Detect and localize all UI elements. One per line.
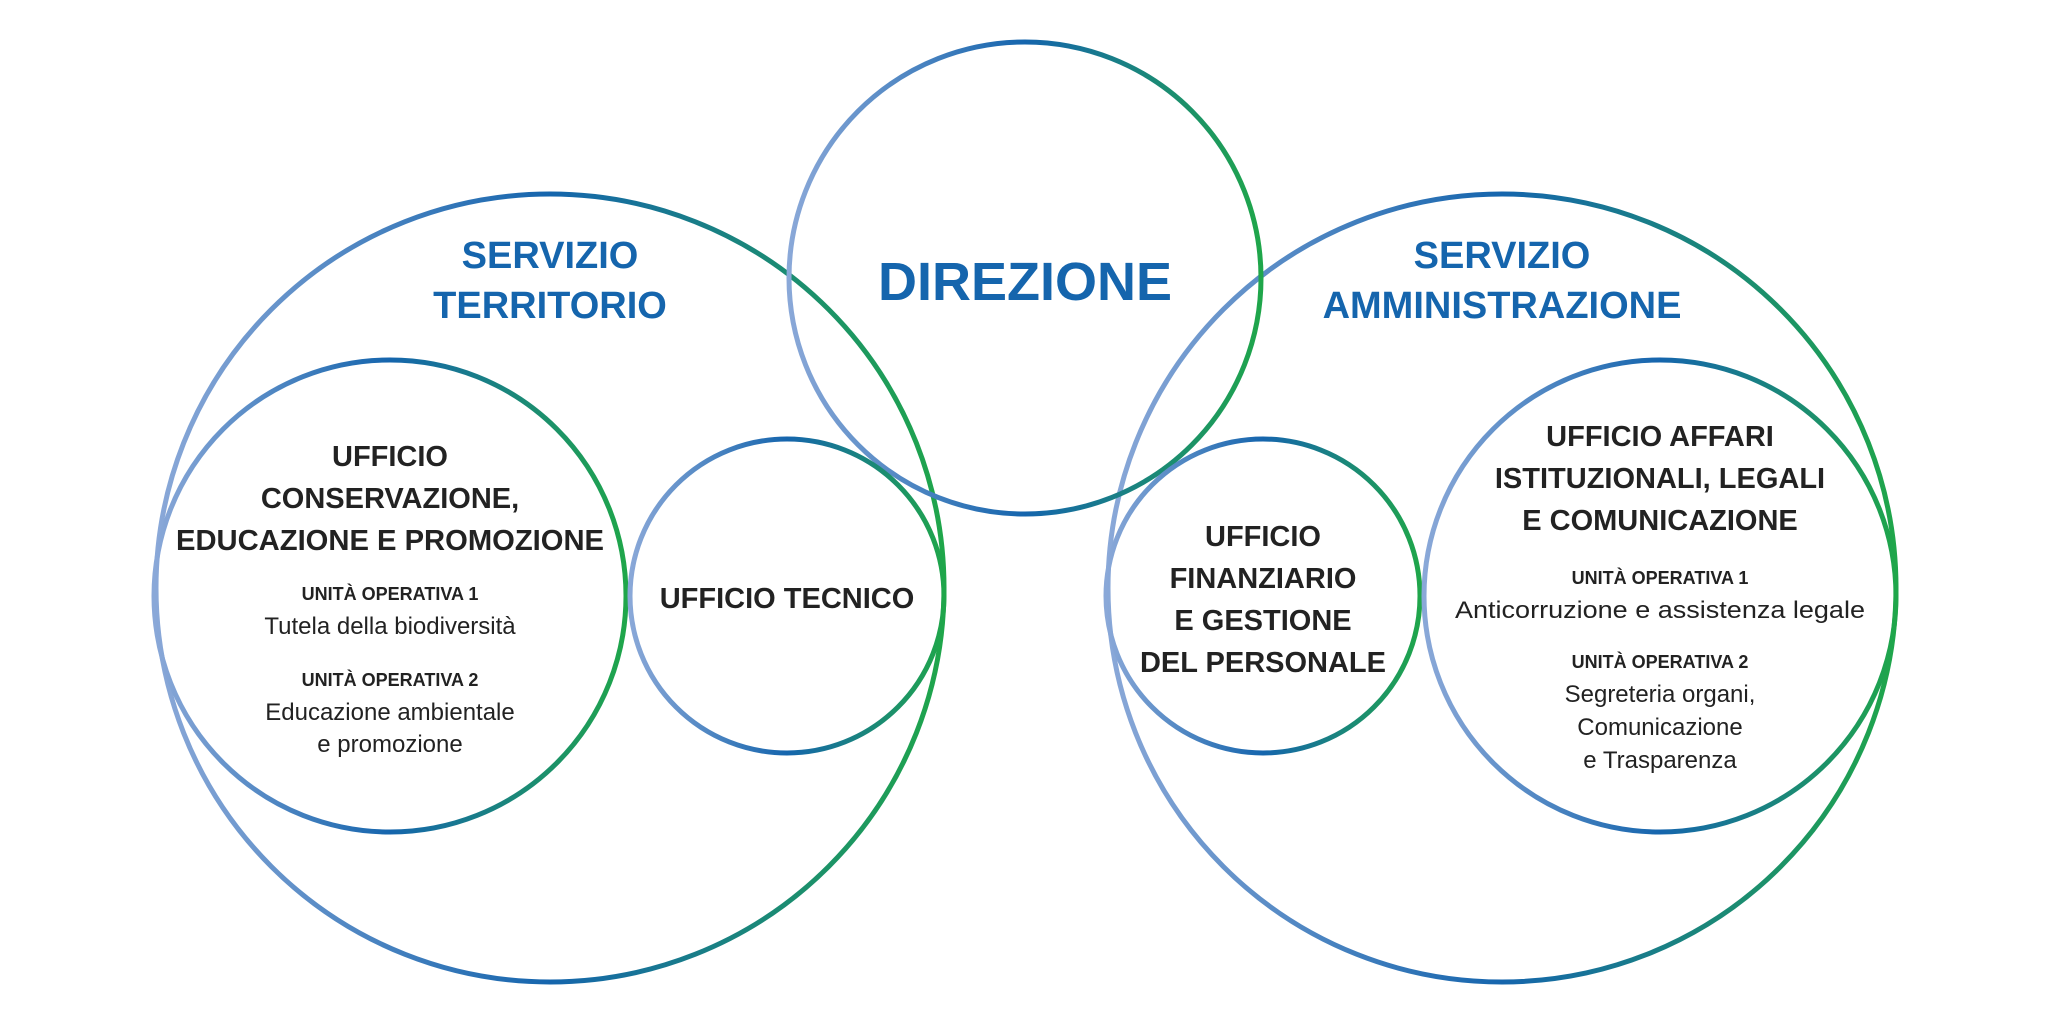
ufficio-finanziario-title-line: E GESTIONE <box>1174 605 1351 637</box>
ufficio-conservazione-title-line: CONSERVAZIONE, <box>261 483 519 515</box>
ufficio-conservazione-circle <box>151 357 629 835</box>
ufficio-affari-title-line: E COMUNICAZIONE <box>1522 505 1798 537</box>
unit-description: e promozione <box>317 731 462 758</box>
servizio-territorio-title: SERVIZIO TERRITORIO <box>433 235 667 327</box>
ufficio-finanziario-title-line: DEL PERSONALE <box>1140 647 1386 679</box>
ufficio-conservazione-title: UFFICIO CONSERVAZIONE, EDUCAZIONE E PROM… <box>176 441 604 557</box>
unit-description: e Trasparenza <box>1583 747 1737 774</box>
ufficio-finanziario-circle <box>1103 436 1423 756</box>
ufficio-affari-title-line: UFFICIO AFFARI <box>1546 421 1774 453</box>
servizio-territorio-title-line: TERRITORIO <box>433 285 667 327</box>
ufficio-affari-circle <box>1421 357 1899 835</box>
ufficio-finanziario-title: UFFICIO FINANZIARIO E GESTIONE DEL PERSO… <box>1140 521 1386 679</box>
ufficio-finanziario-title-line: FINANZIARIO <box>1170 563 1357 595</box>
ufficio-affari-unit-2: UNITÀ OPERATIVA 2 Segreteria organi, Com… <box>1565 651 1756 774</box>
ufficio-conservazione-title-line: EDUCAZIONE E PROMOZIONE <box>176 525 604 557</box>
servizio-territorio-title-line: SERVIZIO <box>462 235 639 277</box>
direzione-circle <box>786 39 1264 517</box>
unit-label: UNITÀ OPERATIVA 1 <box>1572 567 1749 588</box>
servizio-amministrazione-title: SERVIZIO AMMINISTRAZIONE <box>1323 235 1682 327</box>
unit-description: Tutela della biodiversità <box>264 613 516 640</box>
ufficio-tecnico-title: UFFICIO TECNICO <box>660 583 915 615</box>
servizio-amministrazione-title-line: SERVIZIO <box>1414 235 1591 277</box>
unit-label: UNITÀ OPERATIVA 1 <box>302 583 479 604</box>
unit-description: Educazione ambientale <box>265 699 515 726</box>
ufficio-conservazione-title-line: UFFICIO <box>332 441 448 473</box>
ufficio-affari-title: UFFICIO AFFARI ISTITUZIONALI, LEGALI E C… <box>1495 421 1825 537</box>
unit-description: Segreteria organi, <box>1565 681 1756 708</box>
ufficio-conservazione-unit-2: UNITÀ OPERATIVA 2 Educazione ambientale … <box>265 669 515 758</box>
ufficio-affari-title-line: ISTITUZIONALI, LEGALI <box>1495 463 1825 495</box>
ufficio-tecnico-circle <box>627 436 947 756</box>
ufficio-conservazione-unit-1: UNITÀ OPERATIVA 1 Tutela della biodivers… <box>264 583 516 640</box>
ufficio-finanziario-title-line: UFFICIO <box>1205 521 1321 553</box>
unit-label: UNITÀ OPERATIVA 2 <box>302 669 479 690</box>
direzione-title: DIREZIONE <box>878 252 1172 312</box>
unit-label: UNITÀ OPERATIVA 2 <box>1572 651 1749 672</box>
ufficio-affari-unit-1: UNITÀ OPERATIVA 1 Anticorruzione e assis… <box>1455 567 1865 624</box>
servizio-amministrazione-title-line: AMMINISTRAZIONE <box>1323 285 1682 327</box>
unit-description: Comunicazione <box>1577 714 1742 741</box>
unit-description: Anticorruzione e assistenza legale <box>1455 597 1865 624</box>
